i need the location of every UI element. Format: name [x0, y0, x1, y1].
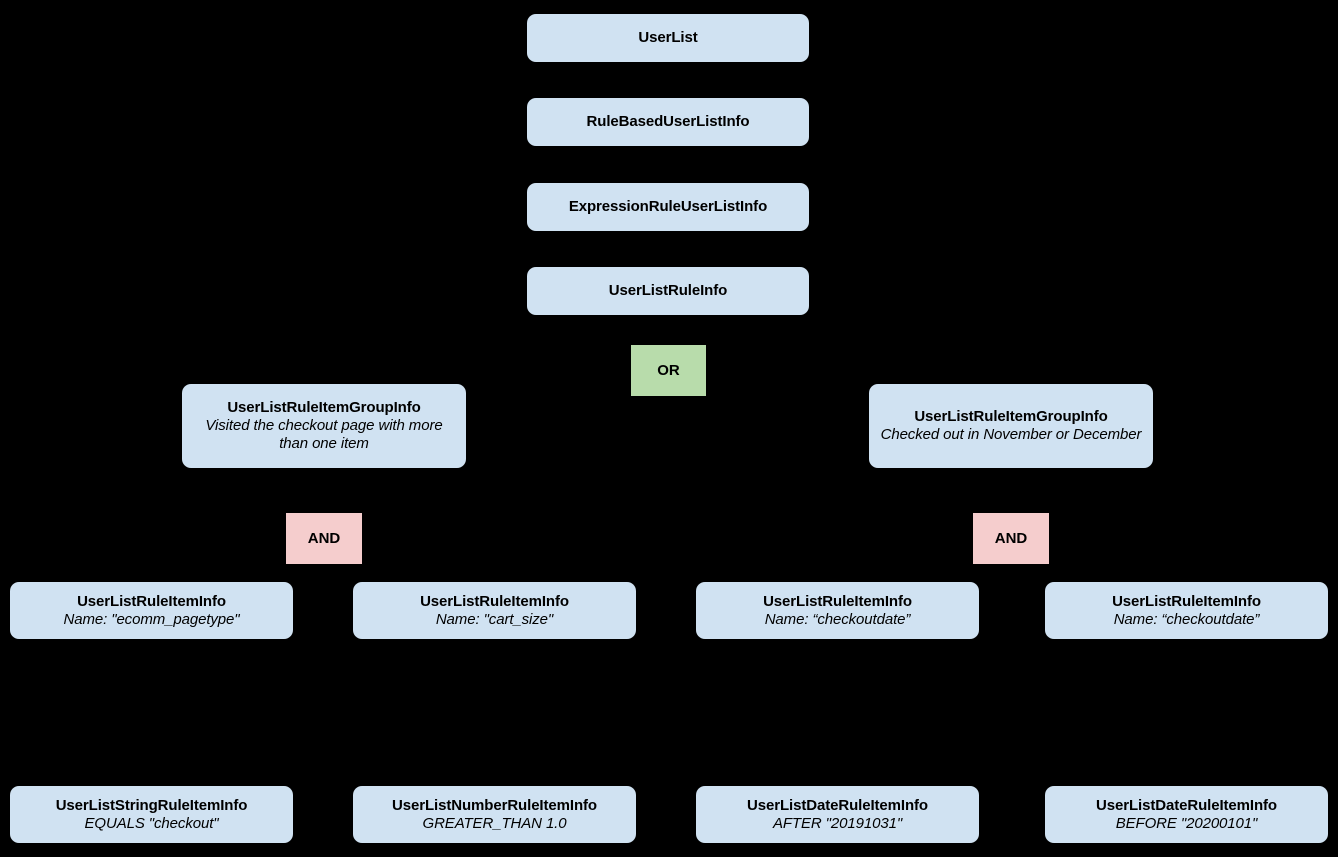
node-rule-item-4[interactable]: UserListRuleItemInfo Name: “checkoutdate… — [1045, 582, 1328, 639]
node-leaf-3[interactable]: UserListDateRuleItemInfo AFTER "20191031… — [696, 786, 979, 843]
node-title: UserListDateRuleItemInfo — [747, 796, 928, 814]
node-subtitle: Name: “checkoutdate” — [764, 610, 911, 628]
node-subtitle: Visited the checkout page with more than… — [205, 417, 443, 452]
node-title: ExpressionRuleUserListInfo — [568, 198, 768, 216]
node-subtitle: Name: "cart_size" — [435, 610, 554, 628]
edge-and-left-to-rule-item-2 — [343, 564, 495, 581]
node-subtitle: GREATER_THAN 1.0 — [422, 814, 567, 832]
and-label: AND — [994, 529, 1028, 547]
node-leaf-4[interactable]: UserListDateRuleItemInfo BEFORE "2020010… — [1045, 786, 1328, 843]
node-user-list[interactable]: UserList — [527, 14, 809, 62]
edge-and-right-to-rule-item-3 — [838, 564, 993, 581]
node-user-list-rule-info[interactable]: UserListRuleInfo — [527, 267, 809, 315]
node-rule-item-2[interactable]: UserListRuleItemInfo Name: "cart_size" — [353, 582, 636, 639]
node-subtitle: Checked out in November or December — [880, 426, 1142, 443]
node-and-left[interactable]: AND — [286, 513, 362, 564]
node-title: UserListRuleItemInfo — [77, 592, 226, 610]
node-rule-item-3[interactable]: UserListRuleItemInfo Name: “checkoutdate… — [696, 582, 979, 639]
node-and-right[interactable]: AND — [973, 513, 1049, 564]
node-title: UserListDateRuleItemInfo — [1096, 796, 1277, 814]
node-title: UserListStringRuleItemInfo — [55, 796, 248, 814]
arrowhead-and-left — [317, 503, 331, 516]
node-leaf-1[interactable]: UserListStringRuleItemInfo EQUALS "check… — [10, 786, 293, 843]
node-title: UserListRuleItemInfo — [1112, 592, 1261, 610]
arrowhead-expression — [661, 173, 675, 186]
node-title: UserList — [638, 29, 698, 47]
arrowhead-leaf-4 — [1179, 775, 1193, 789]
node-title: UserListRuleItemGroupInfo — [227, 399, 421, 417]
node-subtitle: Name: “checkoutdate” — [1113, 610, 1260, 628]
node-title: UserListRuleInfo — [608, 282, 728, 300]
arrowhead-or — [661, 335, 675, 348]
and-label: AND — [307, 529, 341, 547]
node-subtitle: EQUALS "checkout" — [84, 814, 219, 832]
edge-and-right-to-rule-item-4 — [1029, 564, 1186, 581]
node-title: UserListRuleItemInfo — [763, 592, 912, 610]
node-group-left[interactable]: UserListRuleItemGroupInfo Visited the ch… — [182, 384, 466, 468]
node-title: UserListNumberRuleItemInfo — [392, 796, 597, 814]
node-title: RuleBasedUserListInfo — [586, 113, 750, 131]
arrowhead-leaf-3 — [831, 775, 845, 789]
node-expression-rule-user-list-info[interactable]: ExpressionRuleUserListInfo — [527, 183, 809, 231]
or-label: OR — [657, 361, 680, 379]
node-group-right[interactable]: UserListRuleItemGroupInfo Checked out in… — [869, 384, 1153, 468]
node-rule-item-1[interactable]: UserListRuleItemInfo Name: "ecomm_pagety… — [10, 582, 293, 639]
node-title: UserListRuleItemGroupInfo — [914, 408, 1108, 426]
node-subtitle: BEFORE "20200101" — [1115, 814, 1258, 832]
arrowhead-and-right — [1004, 503, 1018, 516]
node-subtitle: AFTER "20191031" — [772, 814, 903, 832]
node-subtitle: Name: "ecomm_pagetype" — [63, 610, 240, 628]
node-rule-based-user-list-info[interactable]: RuleBasedUserListInfo — [527, 98, 809, 146]
edge-and-left-to-rule-item-1 — [151, 564, 306, 581]
arrowhead-leaf-2 — [488, 775, 502, 789]
node-title: UserListRuleItemInfo — [420, 592, 569, 610]
node-or-operator[interactable]: OR — [631, 345, 706, 396]
node-leaf-2[interactable]: UserListNumberRuleItemInfo GREATER_THAN … — [353, 786, 636, 843]
arrowhead-leaf-1 — [145, 775, 159, 789]
